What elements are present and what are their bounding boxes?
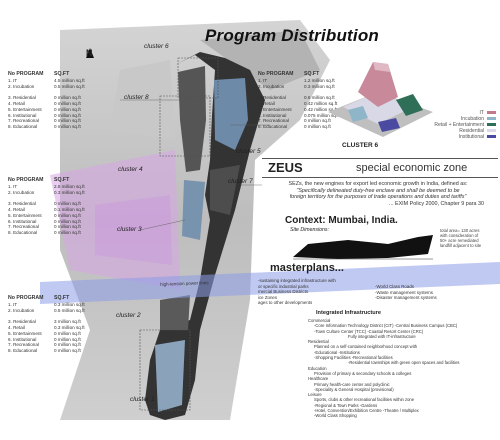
zeus-subtitle: special economic zone	[356, 162, 468, 174]
page-title: Program Distribution	[205, 26, 380, 45]
legend-item: Incubation	[410, 116, 496, 122]
legend-caption: CLUSTER 6	[342, 142, 379, 149]
legend: IT Incubation Retail + Entertainment Res…	[410, 110, 496, 140]
north-arrow-icon	[86, 48, 94, 58]
site-profile-drawing	[293, 235, 433, 260]
zeus-banner	[262, 158, 498, 178]
masterplans-right-list: -World Class Roads -Waste management sys…	[375, 284, 437, 301]
infrastructure-heading: Integrated Infrastructure	[316, 310, 381, 316]
cluster-label: cluster 4	[118, 166, 143, 173]
site-dimensions-label: Site Dimensions:	[290, 227, 329, 233]
cluster-label: cluster 5	[236, 148, 261, 155]
legend-item: Retail + Entertainment	[410, 122, 496, 128]
legend-item: IT	[410, 110, 496, 116]
cluster-label: cluster 1	[130, 396, 155, 403]
cluster-label: cluster 3	[117, 226, 142, 233]
sez-definition: SEZs, the new engines for export led eco…	[288, 181, 484, 207]
masterplans-heading: masterplans...	[270, 262, 344, 274]
zeus-title: ZEUS	[268, 160, 303, 175]
cluster-6-model	[328, 62, 433, 137]
power-line-band	[40, 262, 500, 304]
context-heading: Context: Mumbai, India.	[285, 215, 398, 226]
legend-item: Residential	[410, 128, 496, 134]
infrastructure-list: Commercial -Core Information Technology …	[308, 318, 460, 419]
north-label: N	[86, 48, 93, 58]
area-note: total area= 130 acres with consideration…	[440, 228, 482, 248]
cluster-label: cluster 8	[124, 94, 149, 101]
cluster-label: cluster 2	[116, 312, 141, 319]
cluster-label: cluster 6	[144, 43, 169, 50]
pink-zone	[50, 150, 180, 290]
legend-item: Institutional	[410, 134, 496, 140]
cluster-label: cluster 7	[228, 178, 253, 185]
masterplans-left-list: -sustaining integrated infrastructure wi…	[258, 278, 336, 306]
